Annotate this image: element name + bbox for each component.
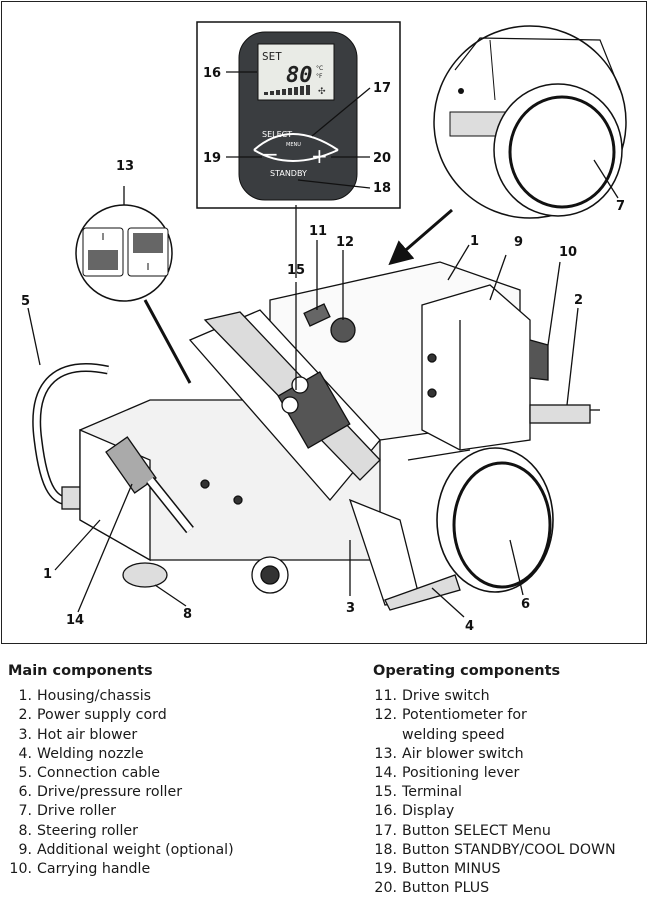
callout-7: 7 xyxy=(616,199,625,214)
callout-16: 16 xyxy=(203,66,221,81)
display-value: 80 xyxy=(286,63,313,88)
callout-20: 20 xyxy=(373,151,391,166)
display-set-label: SET xyxy=(262,50,282,63)
callout-18: 18 xyxy=(373,181,391,196)
list-item: 3.Hot air blower xyxy=(18,726,138,743)
list-item: 11.Drive switch xyxy=(374,688,490,705)
list-item: 10.Carrying handle xyxy=(9,861,151,878)
callout-8: 8 xyxy=(183,607,192,622)
callout-12: 12 xyxy=(336,235,354,250)
list-item: 15.Terminal xyxy=(374,784,462,801)
list-item: 5.Connection cable xyxy=(18,765,160,782)
callout-14: 14 xyxy=(66,613,84,628)
callout-19: 19 xyxy=(203,151,221,166)
callout-numbers: 1 1 2 3 4 5 6 7 8 9 10 11 12 13 14 15 16… xyxy=(21,66,625,634)
callout-6: 6 xyxy=(521,597,530,612)
list-item: 7.Drive roller xyxy=(18,803,116,820)
callout-4: 4 xyxy=(465,619,474,634)
list-item: 20.Button PLUS xyxy=(374,880,490,897)
callout-15: 15 xyxy=(287,263,305,278)
blower-switch-inset xyxy=(75,186,192,384)
callout-1-top: 1 xyxy=(470,234,479,249)
select-button[interactable]: SELECT xyxy=(262,130,292,139)
leader-lines xyxy=(27,205,579,618)
callout-17: 17 xyxy=(373,81,391,96)
list-item: 14.Positioning lever xyxy=(374,765,520,782)
list-item: 8.Steering roller xyxy=(18,822,138,839)
list-item: 13.Air blower switch xyxy=(374,745,524,762)
list-item: 9.Additional weight (optional) xyxy=(18,841,234,858)
callout-10: 10 xyxy=(559,245,577,260)
list-item: 17.Button SELECT Menu xyxy=(374,822,551,839)
fan-icon: ✣ xyxy=(318,87,326,97)
callout-5: 5 xyxy=(21,294,30,309)
list-item: 12.Potentiometer for welding speed xyxy=(374,707,527,743)
list-item: 18.Button STANDBY/COOL DOWN xyxy=(374,841,616,858)
display-unit-f: °F xyxy=(316,73,323,80)
list-item: 16.Display xyxy=(374,803,455,820)
display-level-bars xyxy=(264,85,310,95)
callout-11: 11 xyxy=(309,224,327,239)
callout-1-left: 1 xyxy=(43,567,52,582)
list-item: 6.Drive/pressure roller xyxy=(18,784,183,801)
menu-label: MENU xyxy=(286,142,301,148)
list-item: 2.Power supply cord xyxy=(18,707,167,724)
welder-diagram: SET 80 °C °F ✣ SELECT MENU STANDBY − + xyxy=(21,21,627,634)
minus-button[interactable]: − xyxy=(262,142,279,166)
operating-components-heading: Operating components xyxy=(373,663,561,679)
list-item: 19.Button MINUS xyxy=(374,861,501,878)
callout-9: 9 xyxy=(514,235,523,250)
plus-button[interactable]: + xyxy=(311,144,328,168)
list-item: 1.Housing/chassis xyxy=(18,688,152,705)
main-components-heading: Main components xyxy=(8,663,153,679)
list-item: 4.Welding nozzle xyxy=(18,745,144,762)
terminal-inset: SET 80 °C °F ✣ SELECT MENU STANDBY − + xyxy=(196,21,401,209)
callout-2: 2 xyxy=(574,293,583,308)
display-unit-c: °C xyxy=(316,65,323,72)
welder-machine xyxy=(32,261,600,611)
callout-3: 3 xyxy=(346,601,355,616)
operating-components-legend: Operating components 11.Drive switch 12.… xyxy=(373,662,648,898)
diagram-frame xyxy=(1,1,647,644)
main-components-legend: Main components 1.Housing/chassis 2.Powe… xyxy=(8,662,338,879)
standby-button[interactable]: STANDBY xyxy=(270,169,307,178)
drive-roller-inset xyxy=(388,25,627,266)
callout-13: 13 xyxy=(116,159,134,174)
lcd-display xyxy=(257,43,335,101)
